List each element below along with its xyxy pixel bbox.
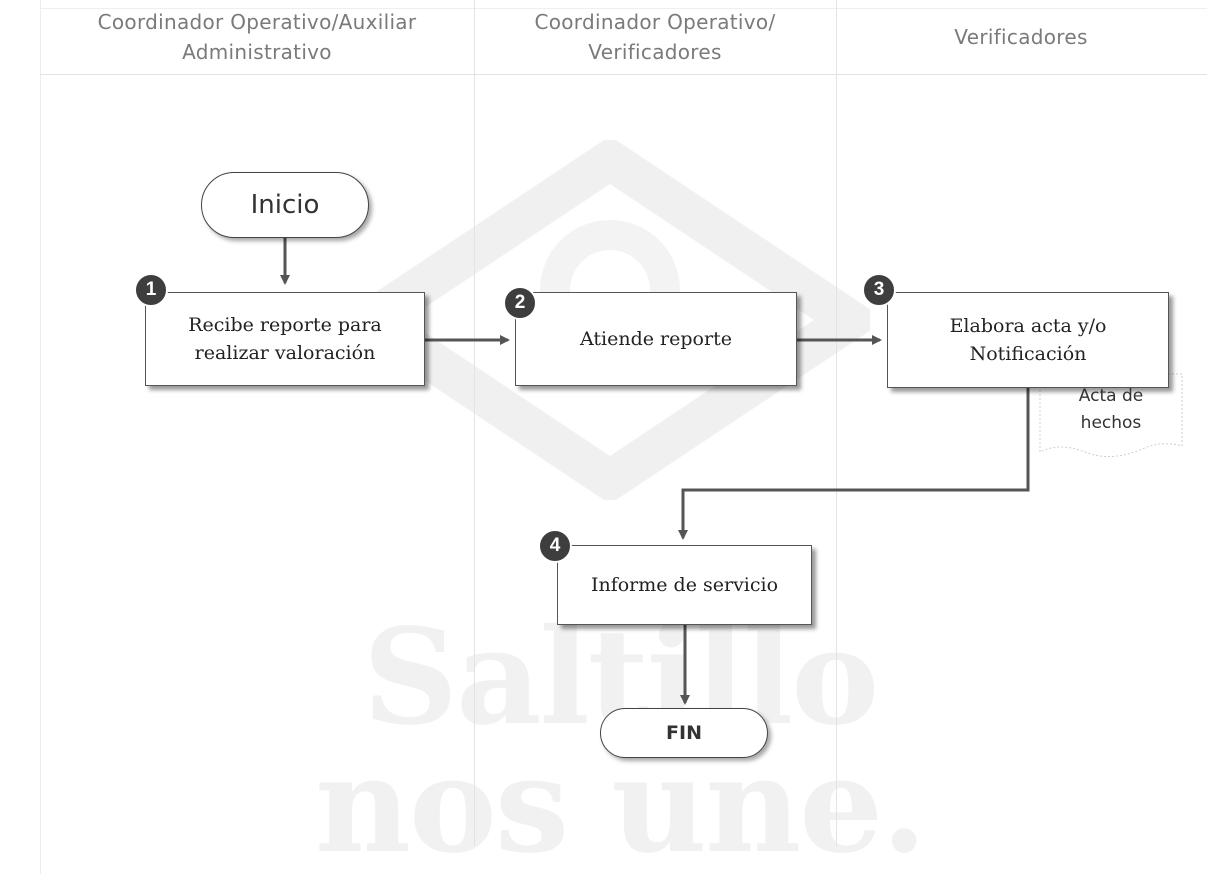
process-3-label: Elabora acta y/o Notificación xyxy=(949,315,1107,365)
process-box-3: Elabora acta y/o Notificación xyxy=(887,292,1169,388)
step-badge-4: 4 xyxy=(538,529,572,563)
end-label: FIN xyxy=(666,722,702,744)
lane-header-coordinador-verificadores: Coordinador Operativo/ Verificadores xyxy=(534,10,776,64)
process-1-label: Recibe reporte para realizar valoración xyxy=(188,314,382,364)
process-box-1: Recibe reporte para realizar valoración xyxy=(145,292,425,386)
arrow-3-to-4 xyxy=(678,388,1030,540)
top-border xyxy=(40,8,1207,9)
lane-header-coordinador-auxiliar: Coordinador Operativo/Auxiliar Administr… xyxy=(97,10,417,64)
step-badge-3: 3 xyxy=(862,273,896,307)
step-badge-2: 2 xyxy=(503,286,537,320)
document-shape xyxy=(1039,373,1183,457)
end-terminator: FIN xyxy=(600,708,768,758)
lane-divider-2 xyxy=(836,0,837,846)
process-box-4: Informe de servicio xyxy=(557,545,812,625)
watermark-line-2: nos une. xyxy=(314,728,927,883)
lane-divider-1 xyxy=(474,0,475,846)
process-box-2: Atiende reporte xyxy=(515,292,797,386)
left-border xyxy=(40,0,41,874)
header-divider xyxy=(40,74,1207,75)
start-terminator: Inicio xyxy=(201,172,369,238)
process-4-label: Informe de servicio xyxy=(590,574,779,596)
start-label: Inicio xyxy=(250,190,320,220)
step-badge-1: 1 xyxy=(134,273,168,307)
process-2-label: Atiende reporte xyxy=(580,328,732,350)
document-acta-de-hechos: Acta de hechos xyxy=(1048,374,1174,446)
lane-header-verificadores: Verificadores xyxy=(954,25,1088,49)
document-label: Acta de hechos xyxy=(1078,386,1144,433)
